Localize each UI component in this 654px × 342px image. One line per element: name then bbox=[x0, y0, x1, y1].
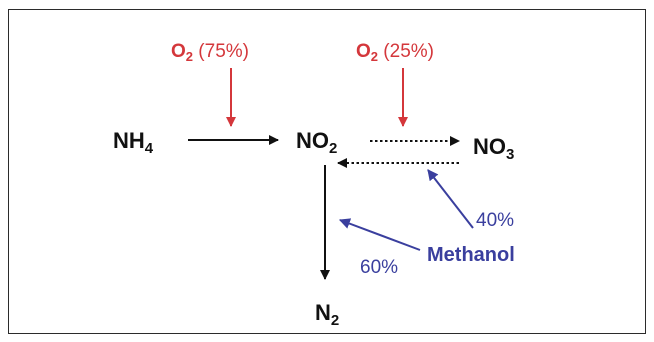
node-nh4: NH4 bbox=[113, 128, 154, 157]
node-n2: N2 bbox=[315, 300, 339, 329]
node-no3: NO3 bbox=[473, 134, 514, 163]
methanol-share-40: 40% bbox=[476, 210, 514, 231]
node-no2: NO2 bbox=[296, 128, 337, 157]
methanol-share-60: 60% bbox=[360, 257, 398, 278]
methanol-label: Methanol bbox=[427, 244, 515, 266]
oxygen-label-75: O2 (75%) bbox=[171, 41, 249, 64]
oxygen-label-25: O2 (25%) bbox=[356, 41, 434, 64]
diagram-frame bbox=[8, 9, 646, 334]
methanol-arrow-to-n2 bbox=[338, 218, 421, 251]
methanol-arrow-to-return bbox=[427, 169, 474, 229]
